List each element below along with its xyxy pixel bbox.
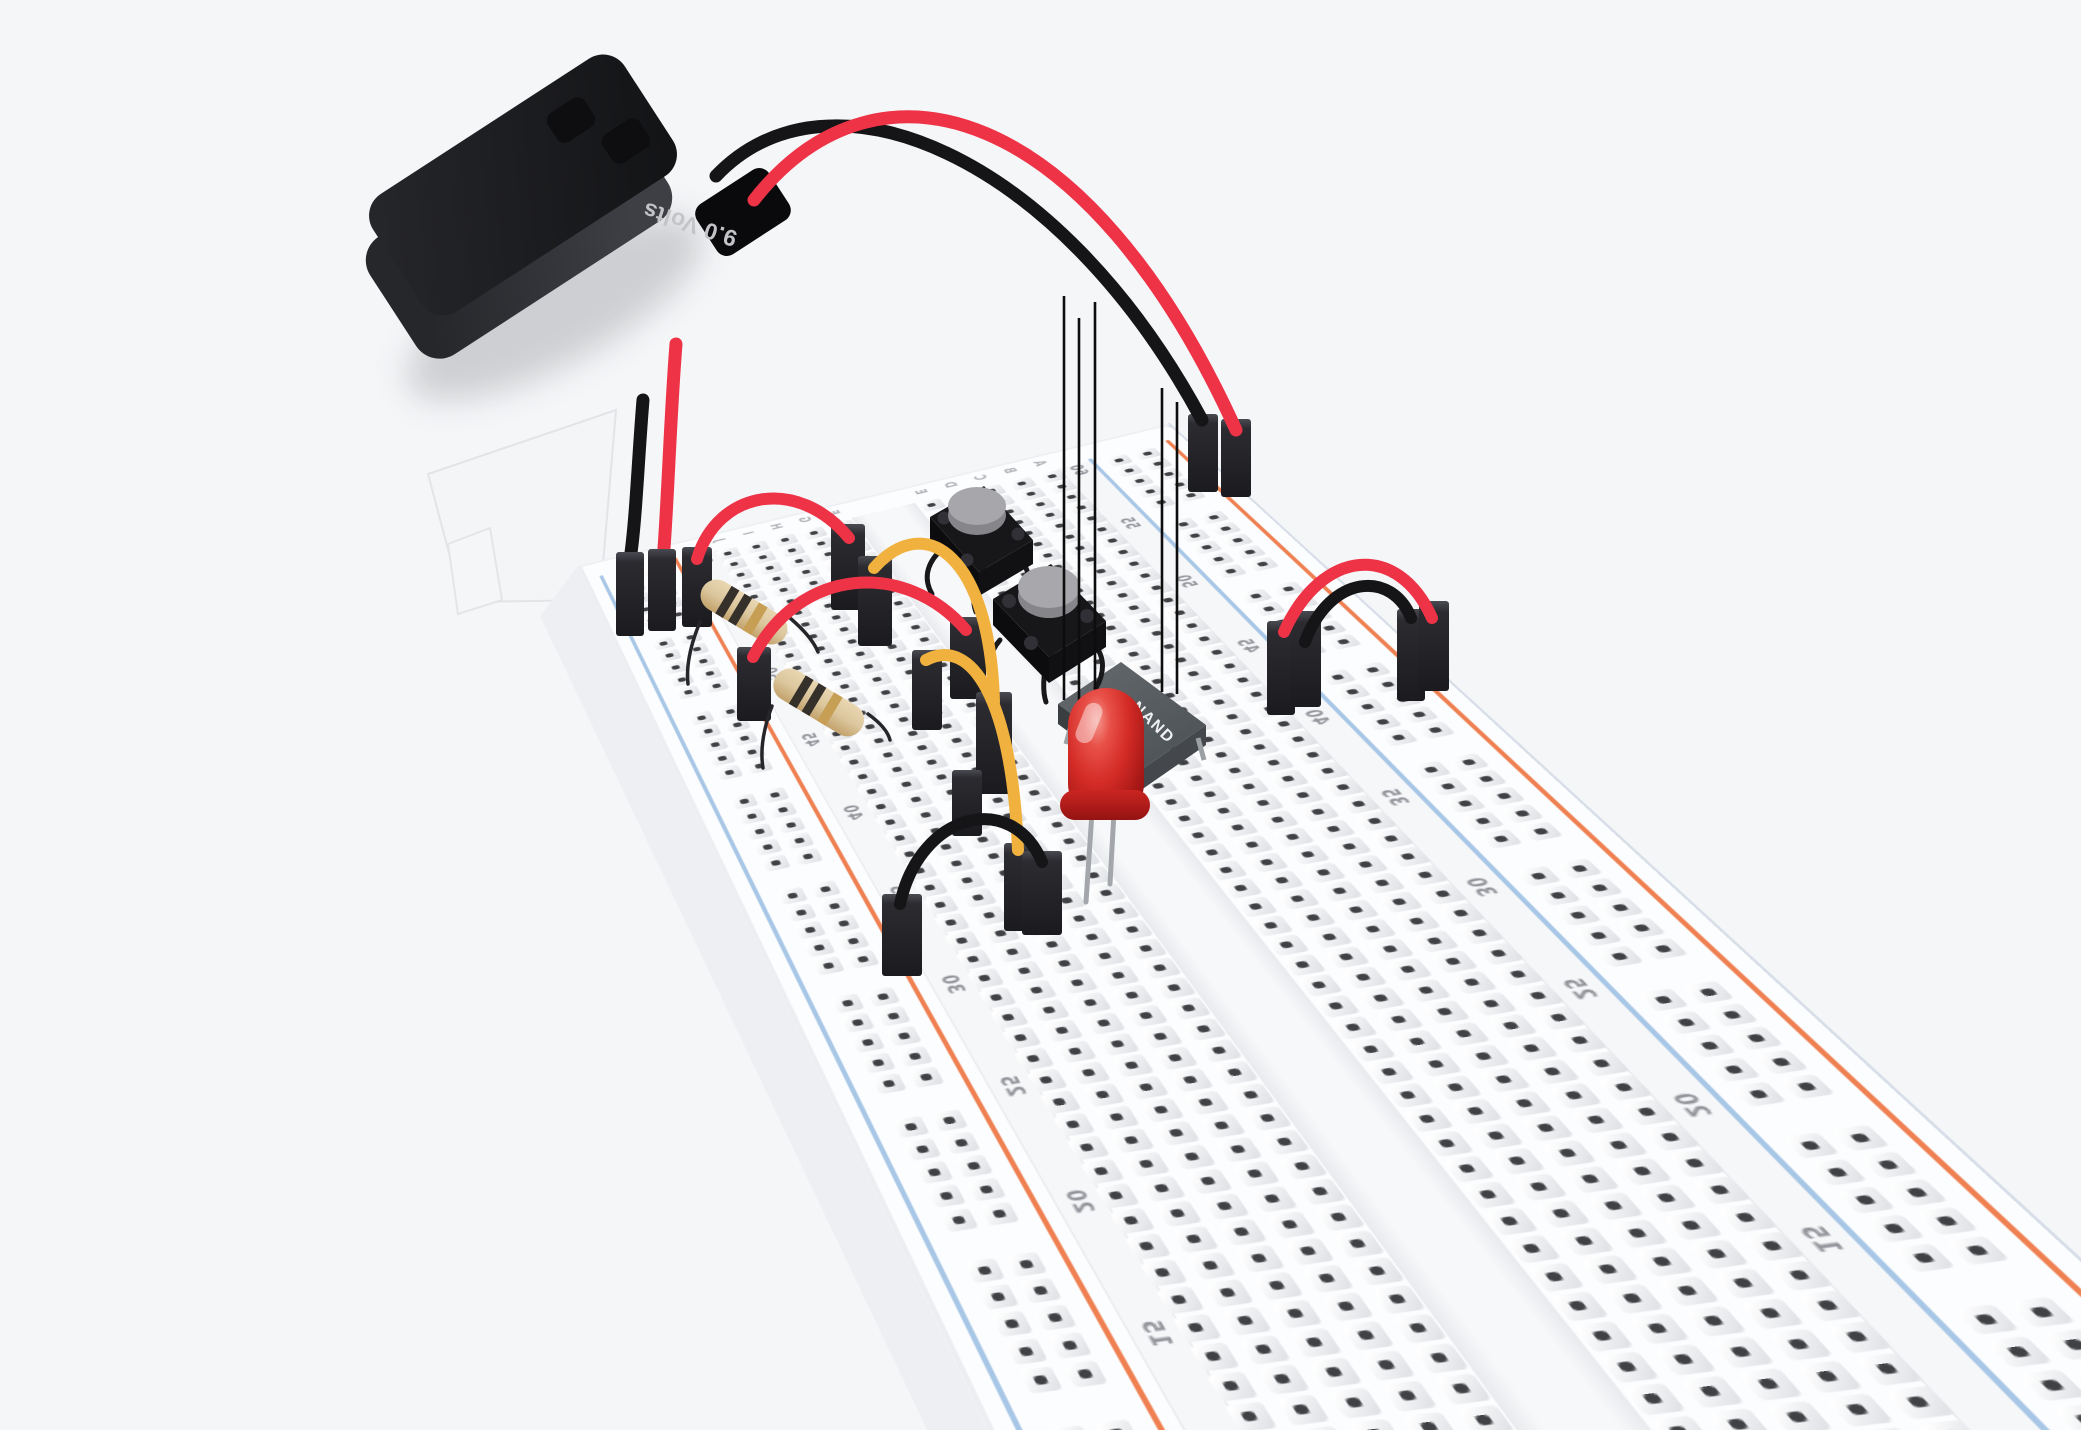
header-pin[interactable] [616,552,644,636]
red-wire-battery-to-rail[interactable] [747,110,1243,437]
resistor-2[interactable] [767,663,870,743]
header-pin[interactable] [912,650,942,730]
chip-side [1144,725,1206,788]
tray-tab [446,526,504,616]
header-pin[interactable] [1221,419,1251,497]
battery-red-lead[interactable] [656,337,683,569]
chip-long-pins [1062,296,1179,706]
header-pin[interactable] [648,549,676,631]
red-jumper-1[interactable] [691,492,855,565]
header-pin[interactable] [737,647,771,721]
header-pin[interactable] [682,547,712,627]
red-jumper-right[interactable] [1278,559,1438,638]
header-pin[interactable] [1419,601,1449,691]
button-side [979,540,1033,596]
led-legs [1083,809,1117,905]
black-jumper-right[interactable] [1299,579,1417,648]
led-flange [1060,790,1150,820]
button-cap[interactable] [948,487,1006,525]
yellow-jumper-1[interactable] [868,537,1000,708]
header-pin[interactable] [882,894,922,976]
header-pin[interactable] [1397,609,1425,701]
header-pin[interactable] [1022,851,1062,935]
button-side [993,599,1049,683]
battery-black-lead[interactable] [623,393,650,567]
yellow-jumper-2[interactable] [920,649,1024,856]
header-pin[interactable] [1188,414,1218,492]
black-jumper-left[interactable] [894,813,1048,910]
header-pin[interactable] [1267,621,1295,715]
black-wire-battery-to-rail[interactable] [709,119,1209,427]
resistor-leads [685,616,892,770]
board-side-wall [540,566,988,1430]
red-jumper-2[interactable] [747,576,972,663]
